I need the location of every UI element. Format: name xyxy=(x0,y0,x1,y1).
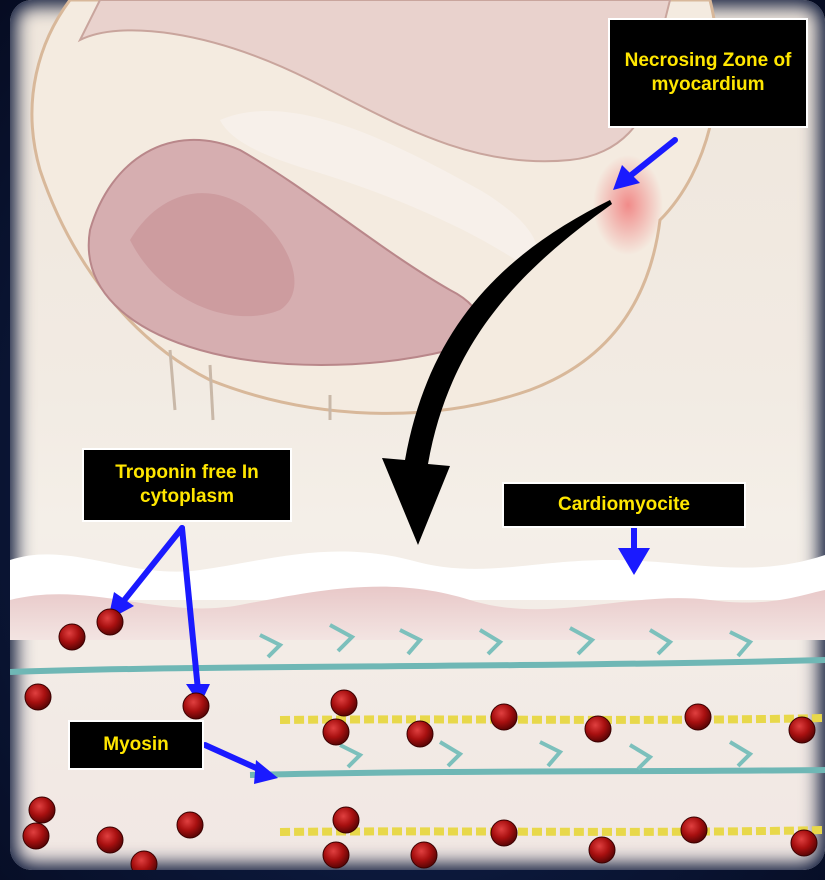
troponin-particle-icon xyxy=(791,830,817,856)
troponin-particle-icon xyxy=(25,684,51,710)
necrosing-zone-text: Necrosing Zone of myocardium xyxy=(610,49,806,97)
troponin-particle-icon xyxy=(323,719,349,745)
troponin-particle-icon xyxy=(589,837,615,863)
troponin-particle-icon xyxy=(407,721,433,747)
troponin-particle-icon xyxy=(331,690,357,716)
troponin-particle-icon xyxy=(29,797,55,823)
troponin-particle-icon xyxy=(491,820,517,846)
illustration-panel: Necrosing Zone of myocardium Troponin fr… xyxy=(10,0,825,870)
troponin-particle-icon xyxy=(333,807,359,833)
troponin-particle-icon xyxy=(97,609,123,635)
troponin-particle-icon xyxy=(177,812,203,838)
troponin-free-text: Troponin free In cytoplasm xyxy=(84,461,290,509)
myosin-label: Myosin xyxy=(68,720,204,770)
cardiomyocite-text: Cardiomyocite xyxy=(558,493,690,517)
troponin-particle-icon xyxy=(411,842,437,868)
troponin-particle-icon xyxy=(585,716,611,742)
troponin-particle-icon xyxy=(323,842,349,868)
necrosing-zone-label: Necrosing Zone of myocardium xyxy=(608,18,808,128)
troponin-particle-icon xyxy=(681,817,707,843)
cardiomyocite-label: Cardiomyocite xyxy=(502,482,746,528)
troponin-particle-icon xyxy=(23,823,49,849)
troponin-particle-icon xyxy=(97,827,123,853)
troponin-particle-icon xyxy=(59,624,85,650)
troponin-free-label: Troponin free In cytoplasm xyxy=(82,448,292,522)
troponin-particle-icon xyxy=(685,704,711,730)
troponin-particle-icon xyxy=(183,693,209,719)
troponin-particle-icon xyxy=(491,704,517,730)
troponin-particle-icon xyxy=(789,717,815,743)
troponin-particle-icon xyxy=(131,851,157,870)
myosin-text: Myosin xyxy=(103,733,168,757)
